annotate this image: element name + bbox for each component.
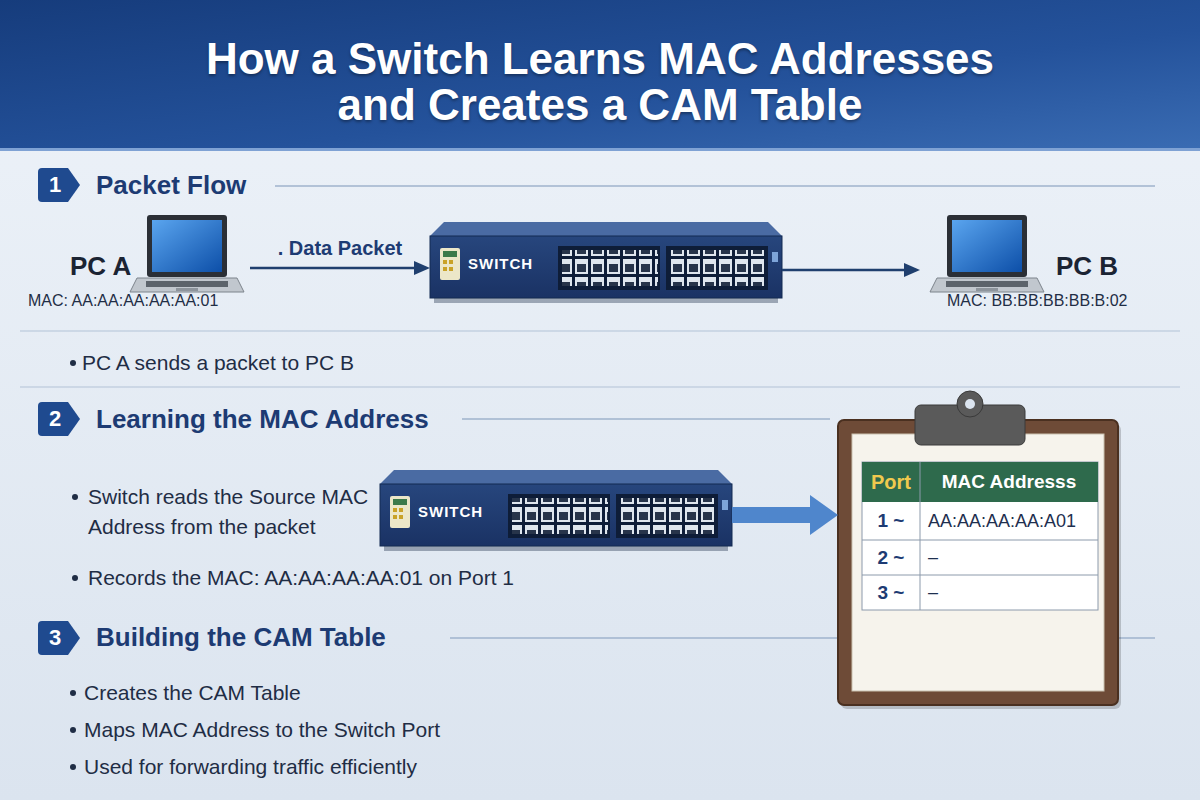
bullet-dot [70, 690, 76, 696]
section-heading: Building the CAM Table [96, 621, 456, 653]
step-badge: 3 [38, 621, 80, 655]
connector-label: . Data Packet [230, 236, 450, 260]
node-text: PC B [1056, 249, 1146, 285]
bullet-text: Switch reads the Source MAC Address from… [88, 482, 380, 542]
node-text: SWITCH [418, 500, 504, 524]
arrow-connector [732, 507, 810, 523]
arrow-connector [782, 269, 904, 272]
bullet-dot [70, 360, 76, 366]
bullet-dot [72, 575, 78, 581]
node-text: 2 ~ [862, 540, 920, 575]
section-heading: Packet Flow [96, 169, 416, 201]
node-text: MAC: AA:AA:AA:AA:AA:01 [28, 289, 250, 313]
switch-device: SWITCH [430, 222, 782, 302]
bullet-text: Records the MAC: AA:AA:AA:AA:01 on Port … [88, 563, 548, 593]
section-heading: Learning the MAC Address [96, 403, 516, 435]
node-text: MAC: BB:BB:BB:BB:B:02 [947, 289, 1195, 313]
node-text: 2 [38, 402, 72, 436]
bullet-dot [70, 727, 76, 733]
bullet-text: Maps MAC Address to the Switch Port [84, 715, 544, 745]
bullet-dot [72, 494, 78, 500]
step-badge: 1 [38, 168, 80, 202]
computer-node: PC A MAC: AA:AA:AA:AA:AA:01 [25, 205, 250, 315]
node-text: 3 [38, 621, 72, 655]
node-text: Port [862, 462, 920, 502]
badge-outline [38, 402, 80, 436]
bullet-dot [70, 764, 76, 770]
step-badge: 2 [38, 402, 80, 436]
switch-device: SWITCH [380, 470, 732, 552]
bullet-text: Used for forwarding traffic efficiently [84, 752, 544, 782]
node-text: AA:AA:AA:AA:A01 [928, 502, 1098, 540]
node-text: 3 ~ [862, 575, 920, 610]
diagram-title: How a Switch Learns MAC Addresses and Cr… [165, 36, 1035, 128]
node-text: – [928, 575, 1098, 610]
badge-outline [38, 621, 80, 655]
arrow-connector [250, 267, 414, 270]
node-text: 1 ~ [862, 502, 920, 540]
computer-node: PC B MAC: BB:BB:BB:BB:B:02 [920, 205, 1195, 315]
bullet-text: PC A sends a packet to PC B [82, 348, 702, 378]
node-text: PC A [70, 249, 150, 285]
node-text: – [928, 540, 1098, 575]
badge-outline [38, 168, 80, 202]
cam-table: PortMAC Addresss1 ~AA:AA:AA:AA:A012 ~–3 … [838, 405, 1118, 705]
bullet-text: Creates the CAM Table [84, 678, 544, 708]
node-text: SWITCH [468, 252, 554, 276]
node-text: MAC Addresss [920, 462, 1098, 502]
node-text: 1 [38, 168, 72, 202]
